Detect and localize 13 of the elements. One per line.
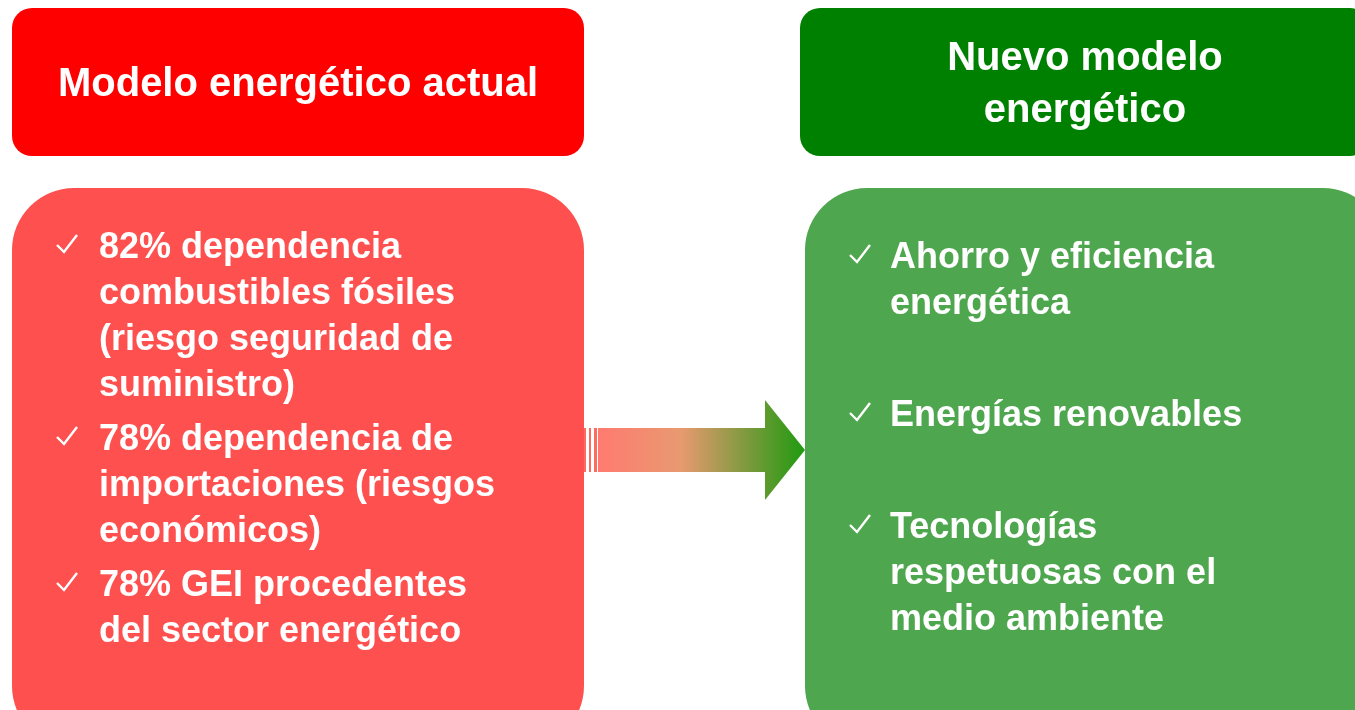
title-banner (800, 8, 1355, 156)
bullet-text: 78% dependencia de importaciones (riesgos económicos) (99, 416, 497, 552)
bullet-text: Energías renovables (890, 392, 1244, 436)
banner-title: Modelo energético actual (57, 59, 539, 106)
bullet-text: Ahorro y eficiencia energética (890, 234, 1216, 324)
bullet-text: Tecnologías respetuosas con el medio ambiente (890, 504, 1218, 640)
title-banner (12, 8, 584, 156)
bullet-text: 82% dependencia combustibles fósiles (riesgo seguridad de suministro) (99, 224, 457, 406)
bullet-text: 78% GEI procedentes del sector energético (99, 562, 469, 652)
banner-title: Nuevo modelo energético (946, 33, 1224, 132)
content-panel (12, 188, 584, 710)
content-panel (805, 188, 1355, 710)
block-arrow (598, 400, 805, 500)
